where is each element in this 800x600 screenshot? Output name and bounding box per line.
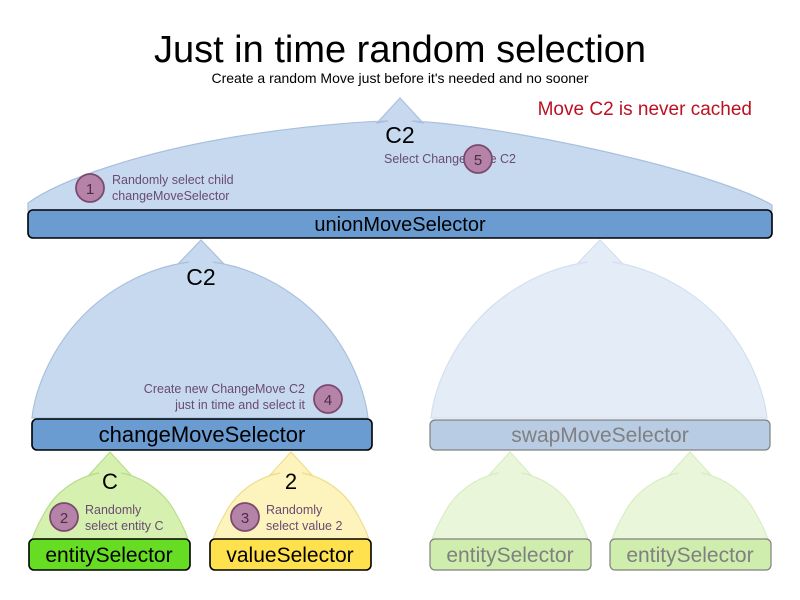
- step-2-annotation: 2 Randomly select entity C: [49, 502, 164, 533]
- step-3-text-line-1: Randomly: [266, 503, 323, 517]
- swap-move-selector-box[interactable]: [429, 419, 771, 451]
- entity-selector-left-label: entitySelector: [45, 544, 172, 567]
- step-1-badge-circle: [75, 173, 105, 203]
- entity-selector-right-1-label: entitySelector: [446, 544, 573, 567]
- step-4-annotation: Create new ChangeMove C2 just in time an…: [144, 382, 343, 414]
- step-5-badge-circle: [463, 144, 493, 174]
- cache-note: Move C2 is never cached: [538, 99, 752, 120]
- step-5-badge-number: 5: [474, 152, 482, 169]
- step-1-annotation: 1 Randomly select child changeMoveSelect…: [75, 173, 234, 203]
- step-2-badge-number: 2: [60, 510, 68, 527]
- entity-selector-right-1-arrow: [431, 451, 589, 541]
- page-title: Just in time random selection: [154, 29, 646, 71]
- union-move-selector-node[interactable]: unionMoveSelector: [27, 209, 773, 239]
- change-move-selector-arrow: [31, 239, 369, 419]
- entity-selector-right-2-label: entitySelector: [626, 544, 753, 567]
- step-3-annotation: 3 Randomly select value 2: [230, 502, 342, 533]
- entity-selector-right-2-node[interactable]: entitySelector: [609, 538, 772, 571]
- entity-selector-left-box[interactable]: [28, 538, 191, 571]
- change-move-selector-box[interactable]: [31, 418, 373, 451]
- entity-selector-right-2-arrow: [611, 451, 769, 541]
- step-4-badge-number: 4: [324, 392, 332, 409]
- value-selector-label: valueSelector: [226, 544, 353, 567]
- step-4-text-line-1: Create new ChangeMove C2: [144, 382, 305, 396]
- step-4-text-line-2: just in time and select it: [174, 398, 305, 412]
- step-4-badge-circle: [313, 384, 343, 414]
- flow-label-top-c2: C2: [385, 122, 414, 148]
- step-1-text-line-2: changeMoveSelector: [112, 189, 229, 203]
- step-3-badge-circle: [230, 502, 260, 532]
- swap-move-selector-node[interactable]: swapMoveSelector: [429, 419, 771, 451]
- entity-selector-right-1-box[interactable]: [429, 538, 592, 571]
- value-selector-node[interactable]: valueSelector: [209, 538, 372, 571]
- step-2-badge-circle: [49, 502, 79, 532]
- entity-selector-right-2-box[interactable]: [609, 538, 772, 571]
- step-1-badge-number: 1: [86, 181, 94, 198]
- change-move-selector-label: changeMoveSelector: [99, 422, 306, 447]
- flow-label-value-2: 2: [285, 469, 297, 494]
- swap-move-selector-arrow: [430, 239, 768, 419]
- union-move-selector-box[interactable]: [27, 209, 773, 239]
- page-subtitle: Create a random Move just before it's ne…: [211, 70, 588, 86]
- swap-move-selector-label: swapMoveSelector: [511, 424, 688, 447]
- step-1-text-line-1: Randomly select child: [112, 173, 234, 187]
- step-2-text-line-2: select entity C: [85, 519, 164, 533]
- step-5-annotation: Select ChangeMove C2 5: [384, 144, 516, 174]
- step-3-badge-number: 3: [241, 510, 249, 527]
- step-3-text-line-2: select value 2: [266, 519, 342, 533]
- flow-label-change-c2: C2: [186, 264, 215, 290]
- change-move-selector-node[interactable]: changeMoveSelector: [31, 418, 373, 451]
- union-move-selector-label: unionMoveSelector: [314, 214, 486, 236]
- flow-label-entity-c: C: [102, 469, 118, 494]
- union-move-selector-arrow: [27, 97, 773, 212]
- entity-selector-right-1-node[interactable]: entitySelector: [429, 538, 592, 571]
- value-selector-box[interactable]: [209, 538, 372, 571]
- entity-selector-left-node[interactable]: entitySelector: [28, 538, 191, 571]
- step-2-text-line-1: Randomly: [85, 503, 142, 517]
- step-5-text-line-1: Select ChangeMove C2: [384, 152, 516, 166]
